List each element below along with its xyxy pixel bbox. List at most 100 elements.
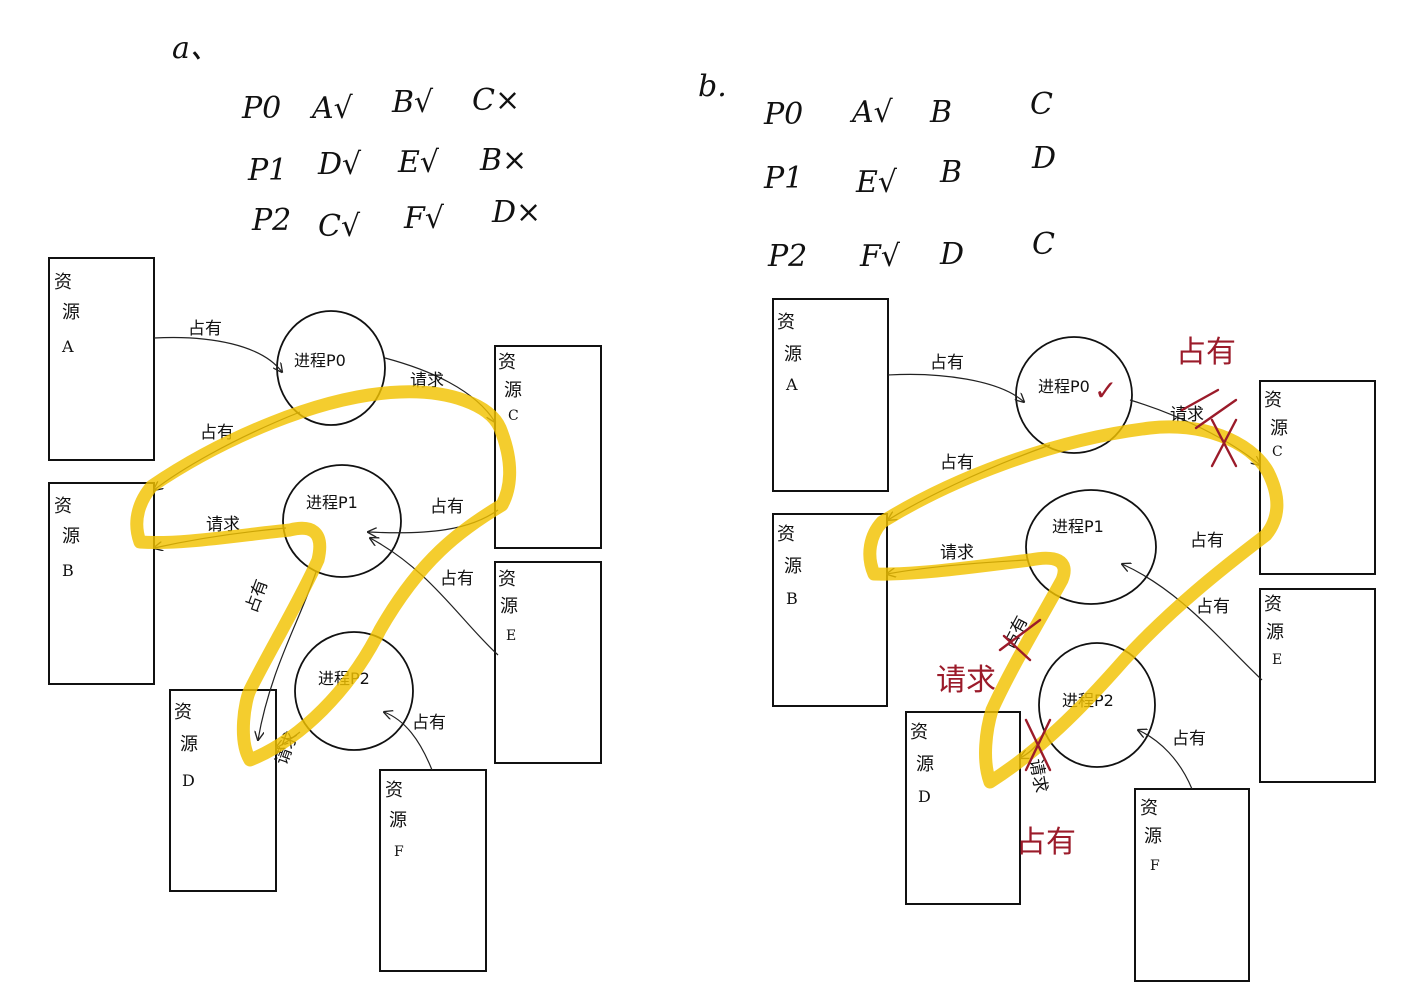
table-b-row2-c1: F√ (859, 239, 901, 274)
table-a-row2-c2: F√ (403, 201, 445, 236)
process-b-p0-label: 进程P0 (1038, 377, 1090, 396)
resource-f-letter: F (394, 844, 404, 860)
resource-b-f-char2: 源 (1144, 826, 1162, 847)
strike-p0-request (1180, 388, 1238, 430)
resource-d-box: 资 源 D (169, 689, 277, 892)
resource-c-char2: 源 (504, 380, 522, 401)
table-a-row1-proc: P1 (247, 153, 287, 188)
resource-a-box: 资 源 A (48, 257, 155, 461)
resource-c-letter: C (508, 408, 519, 424)
table-b-row0-proc: P0 (763, 97, 803, 132)
table-b-row2-proc: P2 (767, 239, 807, 274)
process-p1-label: 进程P1 (306, 493, 358, 512)
cross-p0-request (1210, 418, 1238, 468)
resource-c-char1: 资 (498, 352, 516, 373)
table-b-row2-c2: D (939, 237, 964, 272)
diagram-b-label: b. (698, 69, 727, 104)
resource-b-e-char1: 资 (1264, 594, 1282, 615)
resource-f-box: 资 源 F (379, 769, 487, 972)
resource-b-b-char1: 资 (777, 524, 795, 545)
edge-label-b-a-p0: 占有 (930, 353, 964, 373)
deadlock-cycle-highlight-a (130, 385, 517, 767)
resource-b-c-char2: 源 (1270, 418, 1288, 439)
resource-e-letter: E (506, 628, 516, 644)
edge-f-to-p2 (384, 712, 433, 771)
edge-label-b-c-p1: 占有 (1190, 531, 1224, 551)
resource-b-f-box: 资 源 F (1134, 788, 1250, 982)
resource-b-d-char2: 源 (916, 754, 934, 775)
resource-b-letter: B (62, 561, 74, 580)
cycle-highlight-b (863, 420, 1284, 789)
resource-e-char2: 源 (500, 596, 518, 617)
correction-c-p0-label: 占有 (1176, 335, 1236, 370)
table-a-row0-c1: A√ (309, 91, 354, 126)
edge-a-to-p0 (153, 336, 282, 372)
table-a-row0-c3: C× (472, 83, 520, 118)
table-b-row0-c3: C (1030, 87, 1053, 122)
table-b-row1-c3: D (1031, 141, 1056, 176)
resource-b-b-letter: B (786, 589, 798, 608)
resource-e-char1: 资 (498, 569, 516, 590)
process-p1-node: 进程P1 (282, 464, 402, 578)
cross-p1-hold (998, 618, 1042, 662)
edge-b-a-to-p0 (887, 373, 1024, 402)
process-b-p1-node: 进程P1 (1025, 489, 1157, 605)
edge-label-b-f-p2: 占有 (1172, 729, 1206, 749)
edge-label-a-p0: 占有 (188, 319, 222, 339)
diagram-a-label: a、 (172, 31, 220, 66)
resource-b-c-char1: 资 (1264, 390, 1282, 411)
edge-label-b-p1-b: 请求 (940, 543, 974, 563)
table-a-row0-proc: P0 (241, 91, 281, 126)
p0-checkmark: ✓ (1094, 374, 1117, 407)
process-b-p1-label: 进程P1 (1052, 517, 1104, 536)
edge-label-e-p1: 占有 (440, 569, 474, 589)
edge-label-c-p1: 占有 (430, 497, 464, 517)
process-p2-node: 进程P2 (294, 631, 414, 751)
resource-b-a-box: 资 源 A (772, 298, 889, 492)
diagram-b-table: P0 A√ B C P1 E√ B D P2 F√ D C (763, 87, 1056, 274)
resource-a-char2: 源 (62, 302, 80, 323)
table-a-row0-c2: B√ (391, 85, 434, 120)
resource-f-char1: 资 (385, 780, 403, 801)
edge-e-to-p1 (370, 538, 499, 656)
correction-p2-d-label: 占有 (1016, 825, 1076, 860)
correction-d-p1-label: 请求 (936, 663, 996, 698)
resource-b-d-char1: 资 (910, 722, 928, 743)
edge-label-f-p2: 占有 (412, 713, 446, 733)
process-b-p2-node: 进程P2 (1038, 642, 1156, 768)
edge-label-b-e-p1: 占有 (1196, 597, 1230, 617)
table-a-row2-c1: C√ (318, 209, 361, 244)
diagram-b: b. P0 A√ B C P1 E√ B D P2 F√ D C 资 源 A 资… (698, 69, 1376, 982)
resource-d-letter: D (182, 771, 195, 790)
table-b-row0-c1: A√ (849, 95, 894, 130)
process-p0-label: 进程P0 (294, 351, 346, 370)
resource-b-a-char1: 资 (777, 312, 795, 333)
edge-b-f-to-p2 (1138, 730, 1193, 790)
table-a-row1-c2: E√ (397, 145, 440, 180)
resource-b-c-letter: C (1272, 444, 1283, 460)
resource-b-d-box: 资 源 D (905, 711, 1021, 905)
resource-a-letter: A (61, 337, 74, 356)
table-b-row1-c1: E√ (855, 165, 898, 200)
edge-label-b-p0-c: 请求 (1170, 405, 1204, 425)
diagram-a: a、 P0 A√ B√ C× P1 D√ E√ B× P2 C√ F√ D× 资… (48, 31, 602, 972)
edge-b-e-to-p1 (1122, 564, 1263, 681)
resource-b-c-box: 资 源 C (1259, 380, 1376, 575)
resource-b-a-char2: 源 (784, 344, 802, 365)
resource-b-d-letter: D (918, 787, 931, 806)
resource-b-char2: 源 (62, 526, 80, 547)
resource-c-box: 资 源 C (494, 345, 602, 549)
table-b-row1-c2: B (939, 155, 962, 190)
diagram-a-table: P0 A√ B√ C× P1 D√ E√ B× P2 C√ F√ D× (241, 83, 541, 244)
resource-b-char1: 资 (54, 496, 72, 517)
resource-a-char1: 资 (54, 272, 72, 293)
resource-b-b-char2: 源 (784, 556, 802, 577)
resource-d-char1: 资 (174, 702, 192, 723)
resource-f-char2: 源 (389, 810, 407, 831)
edge-label-p1-d: 占有 (242, 577, 272, 616)
red-corrections: 占有 请求 占有 (936, 335, 1238, 860)
cross-p2-request (1024, 718, 1052, 772)
table-a-row1-c3: B× (479, 143, 527, 178)
resource-b-e-letter: E (1272, 652, 1282, 668)
